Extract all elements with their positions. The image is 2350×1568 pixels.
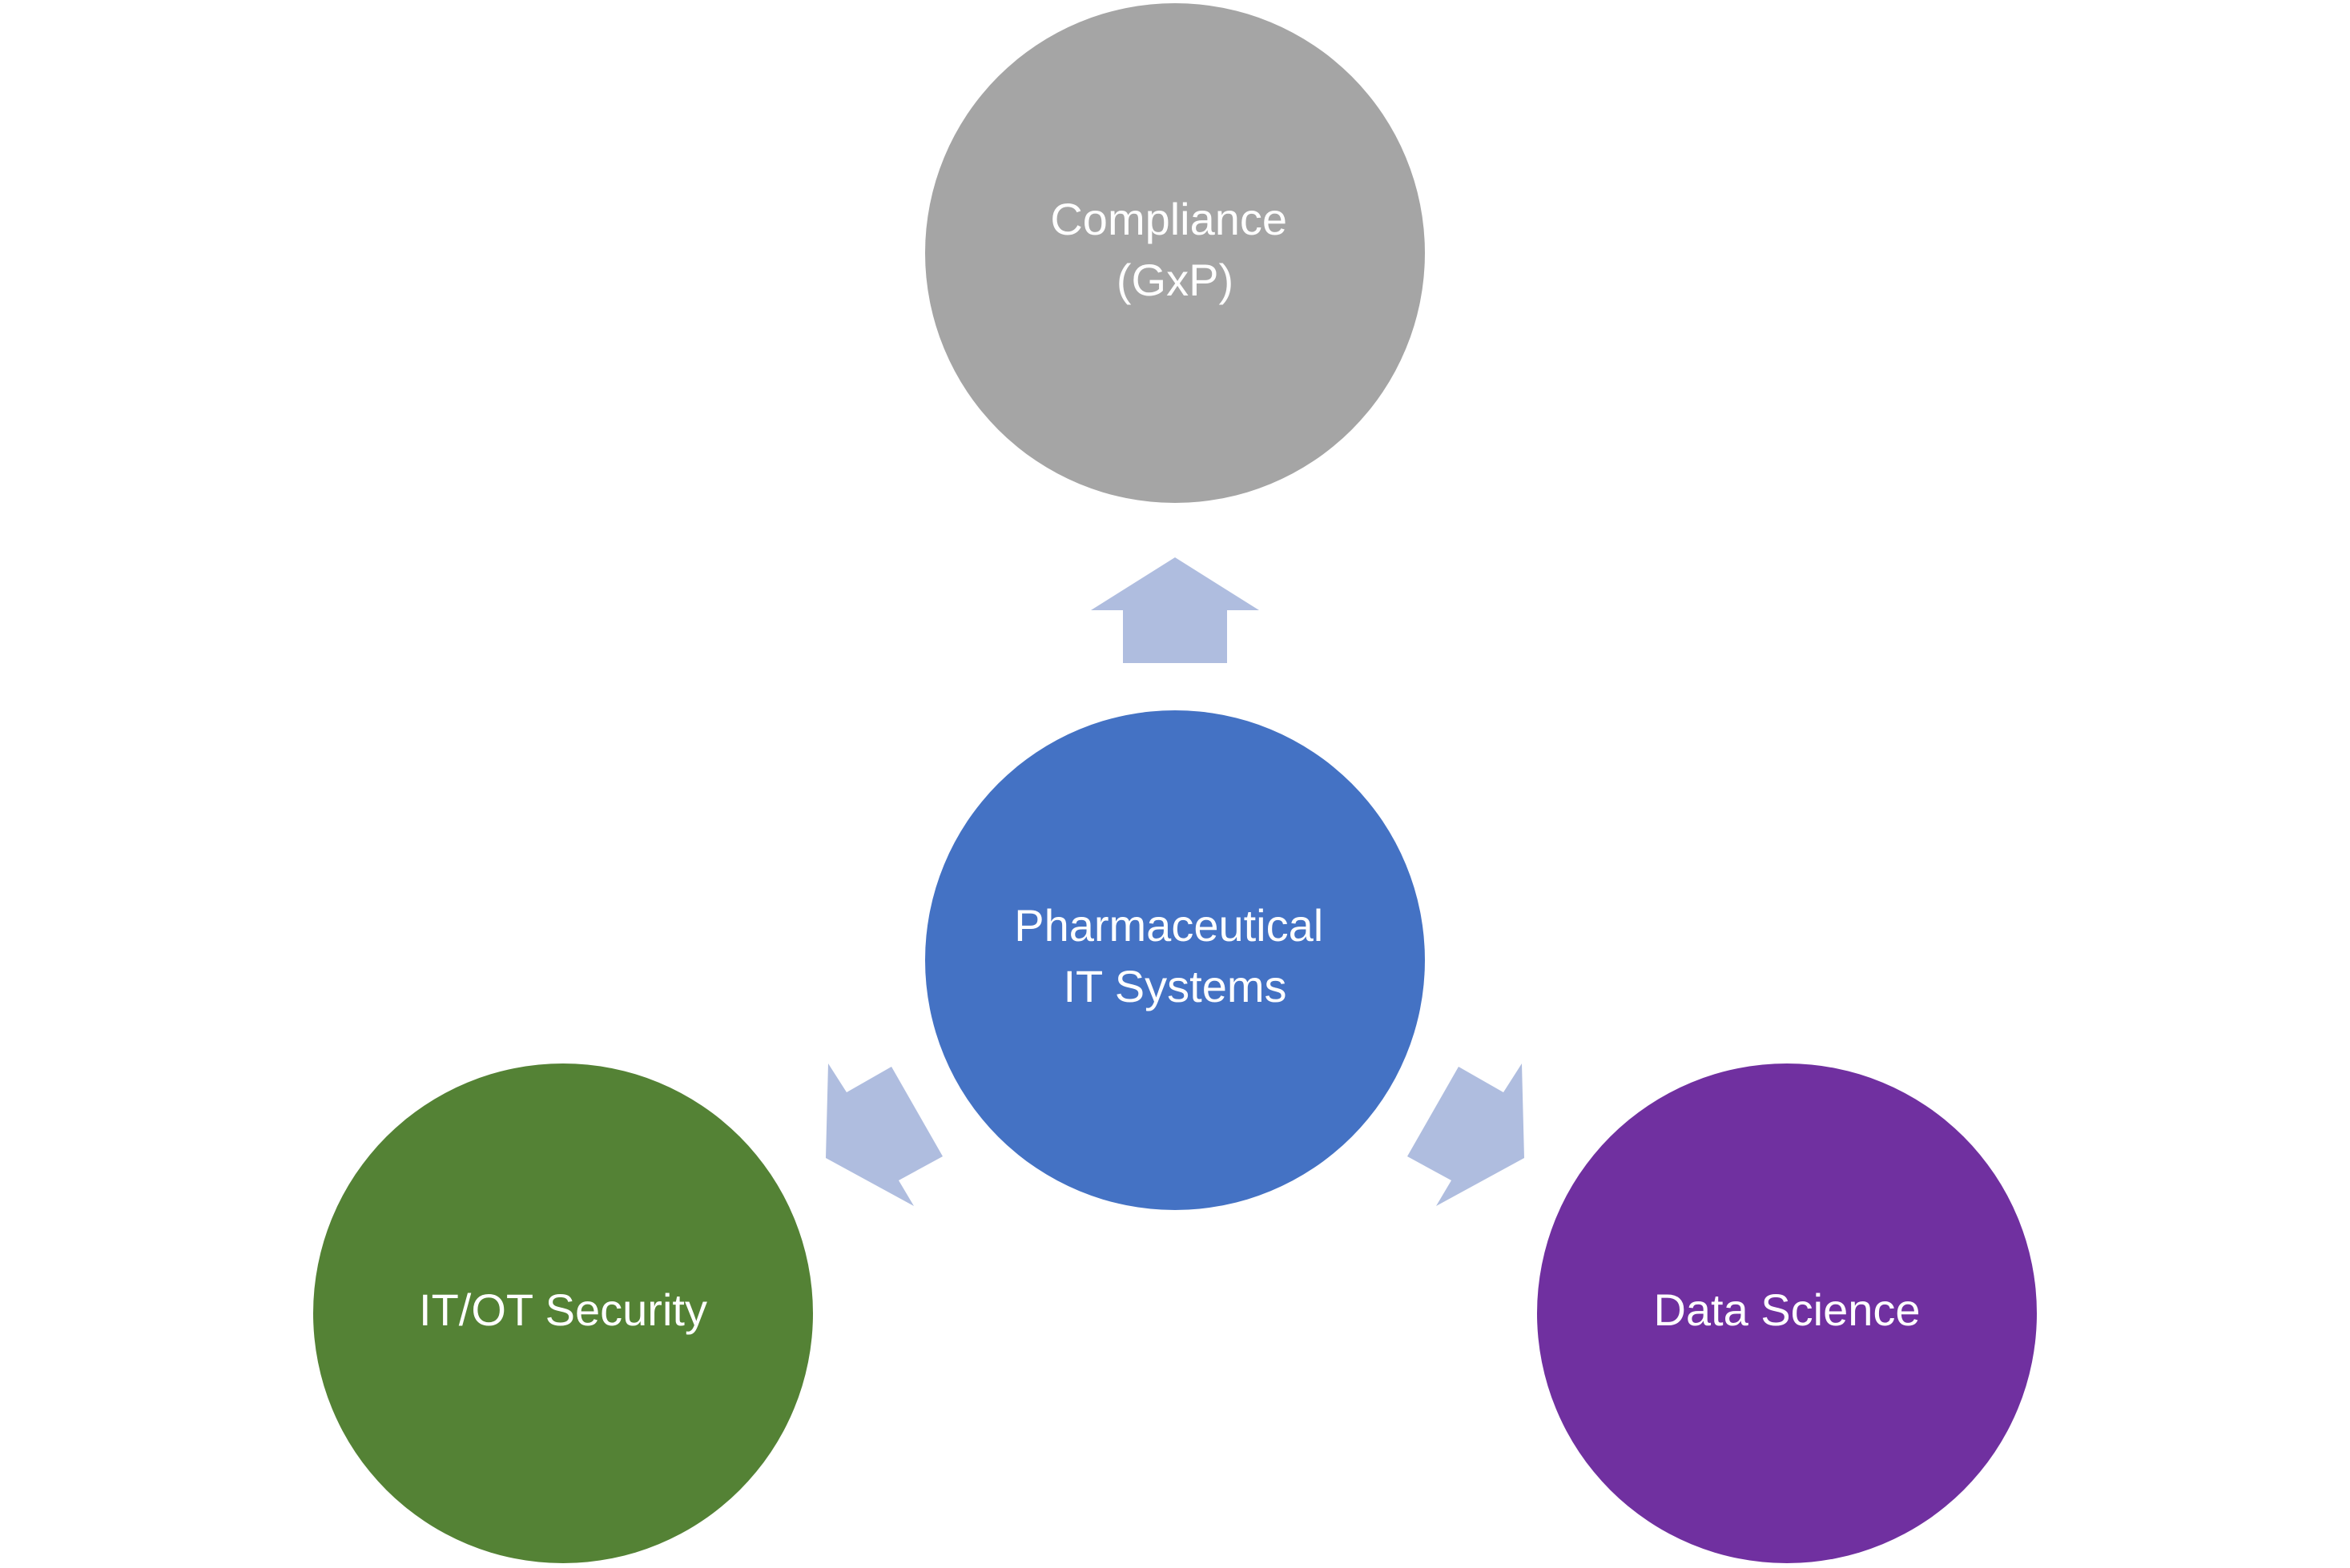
compliance-label: Compliance (GxP): [1050, 194, 1299, 305]
data-science-circle: [1537, 1063, 2037, 1563]
pharmaceutical-it-systems-label-line-1: Pharmaceutical: [1014, 900, 1323, 951]
compliance-circle: [925, 3, 1425, 503]
node-compliance: Compliance (GxP): [925, 3, 1425, 503]
node-it-ot-security: IT/OT Security: [313, 1063, 813, 1563]
node-data-science: Data Science: [1537, 1063, 2037, 1563]
pharmaceutical-it-systems-label: Pharmaceutical IT Systems: [1014, 900, 1336, 1011]
compliance-label-line-1: Compliance: [1050, 194, 1287, 244]
it-ot-security-label: IT/OT Security: [419, 1285, 707, 1335]
compliance-label-line-2: (GxP): [1117, 255, 1233, 305]
data-science-label: Data Science: [1653, 1285, 1920, 1335]
pharmaceutical-it-systems-label-line-2: IT Systems: [1063, 961, 1286, 1011]
arrow-to-compliance: [1091, 557, 1259, 663]
arrow-to-data-science: [1407, 1063, 1524, 1206]
pharmaceutical-it-systems-circle: [925, 710, 1425, 1210]
node-pharmaceutical-it-systems: Pharmaceutical IT Systems: [925, 710, 1425, 1210]
it-ot-security-circle: [313, 1063, 813, 1563]
arrow-to-security: [826, 1063, 943, 1206]
